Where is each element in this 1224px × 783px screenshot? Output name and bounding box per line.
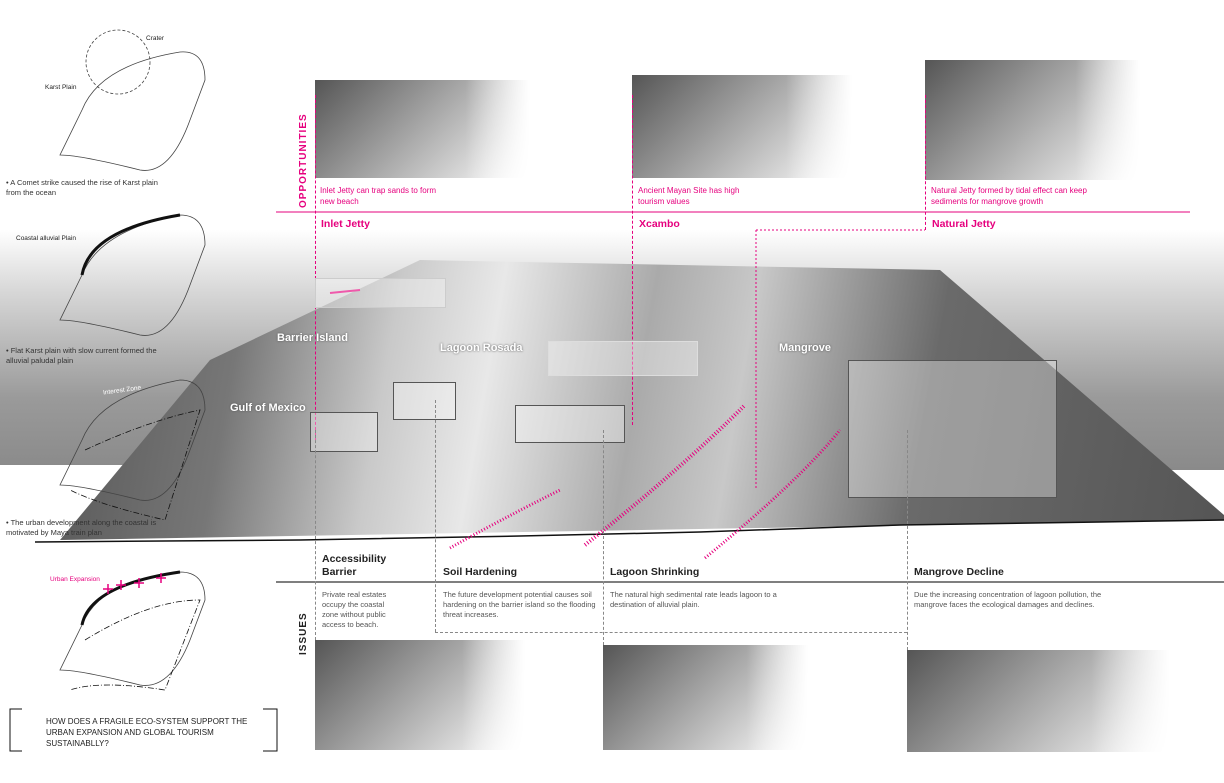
opportunity-text: Ancient Mayan Site has high tourism valu…	[638, 186, 740, 206]
guide-line	[435, 400, 436, 632]
map-caption-2: • Flat Karst plain with slow current for…	[6, 346, 157, 365]
opportunity-title: Xcambo	[639, 218, 680, 230]
map-caption-3: • The urban development along the coasta…	[6, 518, 157, 537]
guide-line	[907, 430, 908, 650]
map-caption-1: • A Comet strike caused the rise of Kars…	[6, 178, 158, 197]
photo-accessibility-barrier	[315, 640, 525, 750]
photo-lagoon-shrinking	[603, 645, 808, 750]
guide-line	[603, 430, 604, 645]
pink-marker	[329, 289, 361, 294]
highlight-box	[393, 382, 456, 420]
highlight-box	[548, 341, 698, 376]
issue-title: Lagoon Shrinking	[610, 566, 700, 578]
connector-line	[755, 229, 925, 490]
yucatan-map-sketches	[59, 29, 206, 691]
guide-line	[315, 430, 316, 640]
guide-line	[435, 632, 907, 633]
question-brackets	[9, 708, 278, 752]
map-label-crater: Crater	[146, 35, 165, 42]
map-label-urban-expansion: Urban Expansion	[50, 576, 100, 583]
opportunity-text: Inlet Jetty can trap sands to form new b…	[320, 186, 437, 206]
pink-path	[704, 429, 842, 560]
photo-xcambo	[632, 75, 852, 178]
issue-text: Private real estates occupy the coastal …	[322, 590, 387, 629]
highlight-box	[848, 360, 1057, 498]
caption-text: Flat Karst plain with slow current forme…	[6, 346, 157, 365]
issue-title: Mangrove Decline	[914, 566, 1004, 578]
highlight-box	[315, 278, 446, 308]
highlight-box	[310, 412, 378, 452]
photo-inlet-jetty	[315, 80, 530, 178]
issue-text: Due the increasing concentration of lago…	[914, 590, 1102, 609]
opportunity-text: Natural Jetty formed by tidal effect can…	[931, 186, 1087, 206]
urban-expansion-markers	[103, 573, 166, 594]
issue-title: Accessibility Barrier	[322, 553, 387, 578]
issue-text: The natural high sedimental rate leads l…	[610, 590, 777, 609]
highlight-box	[515, 405, 625, 443]
place-label: Barrier Island	[277, 332, 348, 344]
issue-text: The future development potential causes …	[443, 590, 596, 619]
caption-text: The urban development along the coastal …	[6, 518, 157, 537]
photo-mangrove-decline	[907, 650, 1170, 752]
opportunity-title: Natural Jetty	[932, 218, 996, 230]
issues-heading: ISSUES	[298, 612, 309, 655]
photo-natural-jetty	[925, 60, 1140, 180]
issue-title: Soil Hardening	[443, 566, 518, 578]
caption-text: A Comet strike caused the rise of Karst …	[6, 178, 158, 197]
pink-path	[449, 488, 561, 550]
ground-line	[34, 519, 1224, 543]
pink-path	[583, 403, 747, 547]
guide-line	[315, 95, 316, 440]
opportunities-heading: OPPORTUNITIES	[298, 113, 309, 208]
guide-line	[925, 95, 926, 230]
place-label: Mangrove	[779, 342, 831, 354]
opportunity-title: Inlet Jetty	[321, 218, 371, 230]
research-question: HOW DOES A FRAGILE ECO-SYSTEM SUPPORT TH…	[46, 717, 248, 748]
guide-line	[632, 95, 633, 425]
place-label: Gulf of Mexico	[230, 402, 306, 414]
map-label-coastal-plain: Coastal alluvial Plain	[16, 235, 76, 242]
map-label-karst-plain: Karst Plain	[45, 84, 77, 91]
place-label: Lagoon Rosada	[440, 342, 523, 354]
